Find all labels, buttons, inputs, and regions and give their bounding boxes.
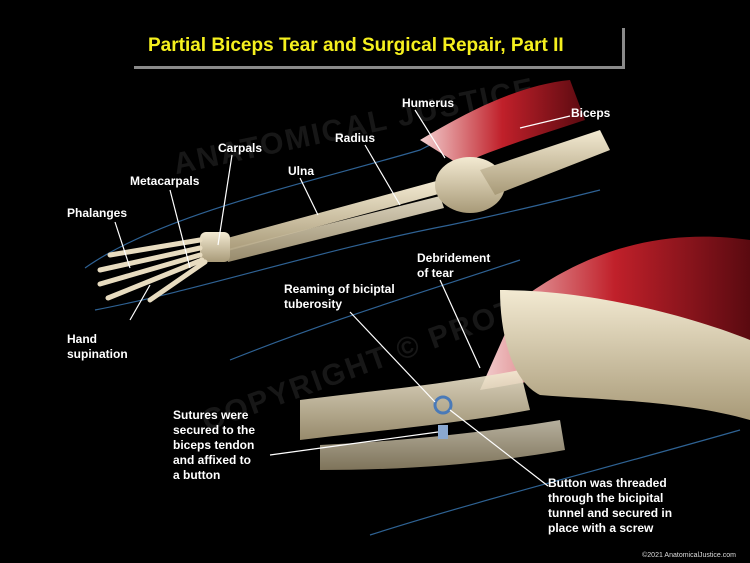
label-line: a button <box>173 468 221 482</box>
label-line: supination <box>67 347 128 361</box>
forearm-skeleton <box>97 80 610 303</box>
label-line: Debridement <box>417 251 491 265</box>
label-line: biceps tendon <box>173 438 255 452</box>
screw-implant <box>438 425 448 439</box>
label-debridement: Debridement of tear <box>417 251 490 281</box>
humerus-closeup <box>500 290 750 420</box>
copyright-text: ©2021 AnatomicalJustice.com <box>642 552 736 559</box>
carpal-bones <box>200 232 230 262</box>
label-humerus: Humerus <box>402 96 455 110</box>
page-title: Partial Biceps Tear and Surgical Repair,… <box>148 35 564 56</box>
label-line: place with a screw <box>548 521 654 535</box>
label-radius: Radius <box>335 131 376 145</box>
label-line: secured to the <box>173 423 256 437</box>
radius-closeup <box>300 370 530 440</box>
label-line: Sutures were <box>173 408 249 422</box>
label-line: Reaming of biciptal <box>284 282 395 296</box>
label-line: of tear <box>417 266 454 280</box>
label-line: through the bicipital <box>548 491 664 505</box>
label-sutures: Sutures were secured to the biceps tendo… <box>173 408 255 483</box>
label-button: Button was threaded through the bicipita… <box>548 476 672 536</box>
leader-lines <box>114 109 571 487</box>
radius-bone <box>220 180 446 252</box>
humerus-bone <box>480 130 610 195</box>
label-reaming: Reaming of biciptal tuberosity <box>284 282 395 312</box>
button-implant <box>433 395 453 415</box>
label-ulna: Ulna <box>288 164 315 178</box>
label-metacarpals: Metacarpals <box>130 174 200 188</box>
ulna-closeup <box>320 420 565 470</box>
label-carpals: Carpals <box>218 141 263 155</box>
label-biceps: Biceps <box>571 106 611 120</box>
title-box: Partial Biceps Tear and Surgical Repair,… <box>134 28 625 69</box>
label-phalanges: Phalanges <box>67 206 128 220</box>
label-line: and affixed to <box>173 453 252 467</box>
label-line: Button was threaded <box>548 476 667 490</box>
label-hand-supination: Hand supination <box>67 332 128 362</box>
ulna-bone <box>224 196 444 262</box>
label-line: Hand <box>67 332 97 346</box>
label-line: tuberosity <box>284 297 343 311</box>
elbow-closeup <box>300 236 750 470</box>
biceps-muscle-upper <box>420 80 585 165</box>
label-line: tunnel and secured in <box>548 506 673 520</box>
